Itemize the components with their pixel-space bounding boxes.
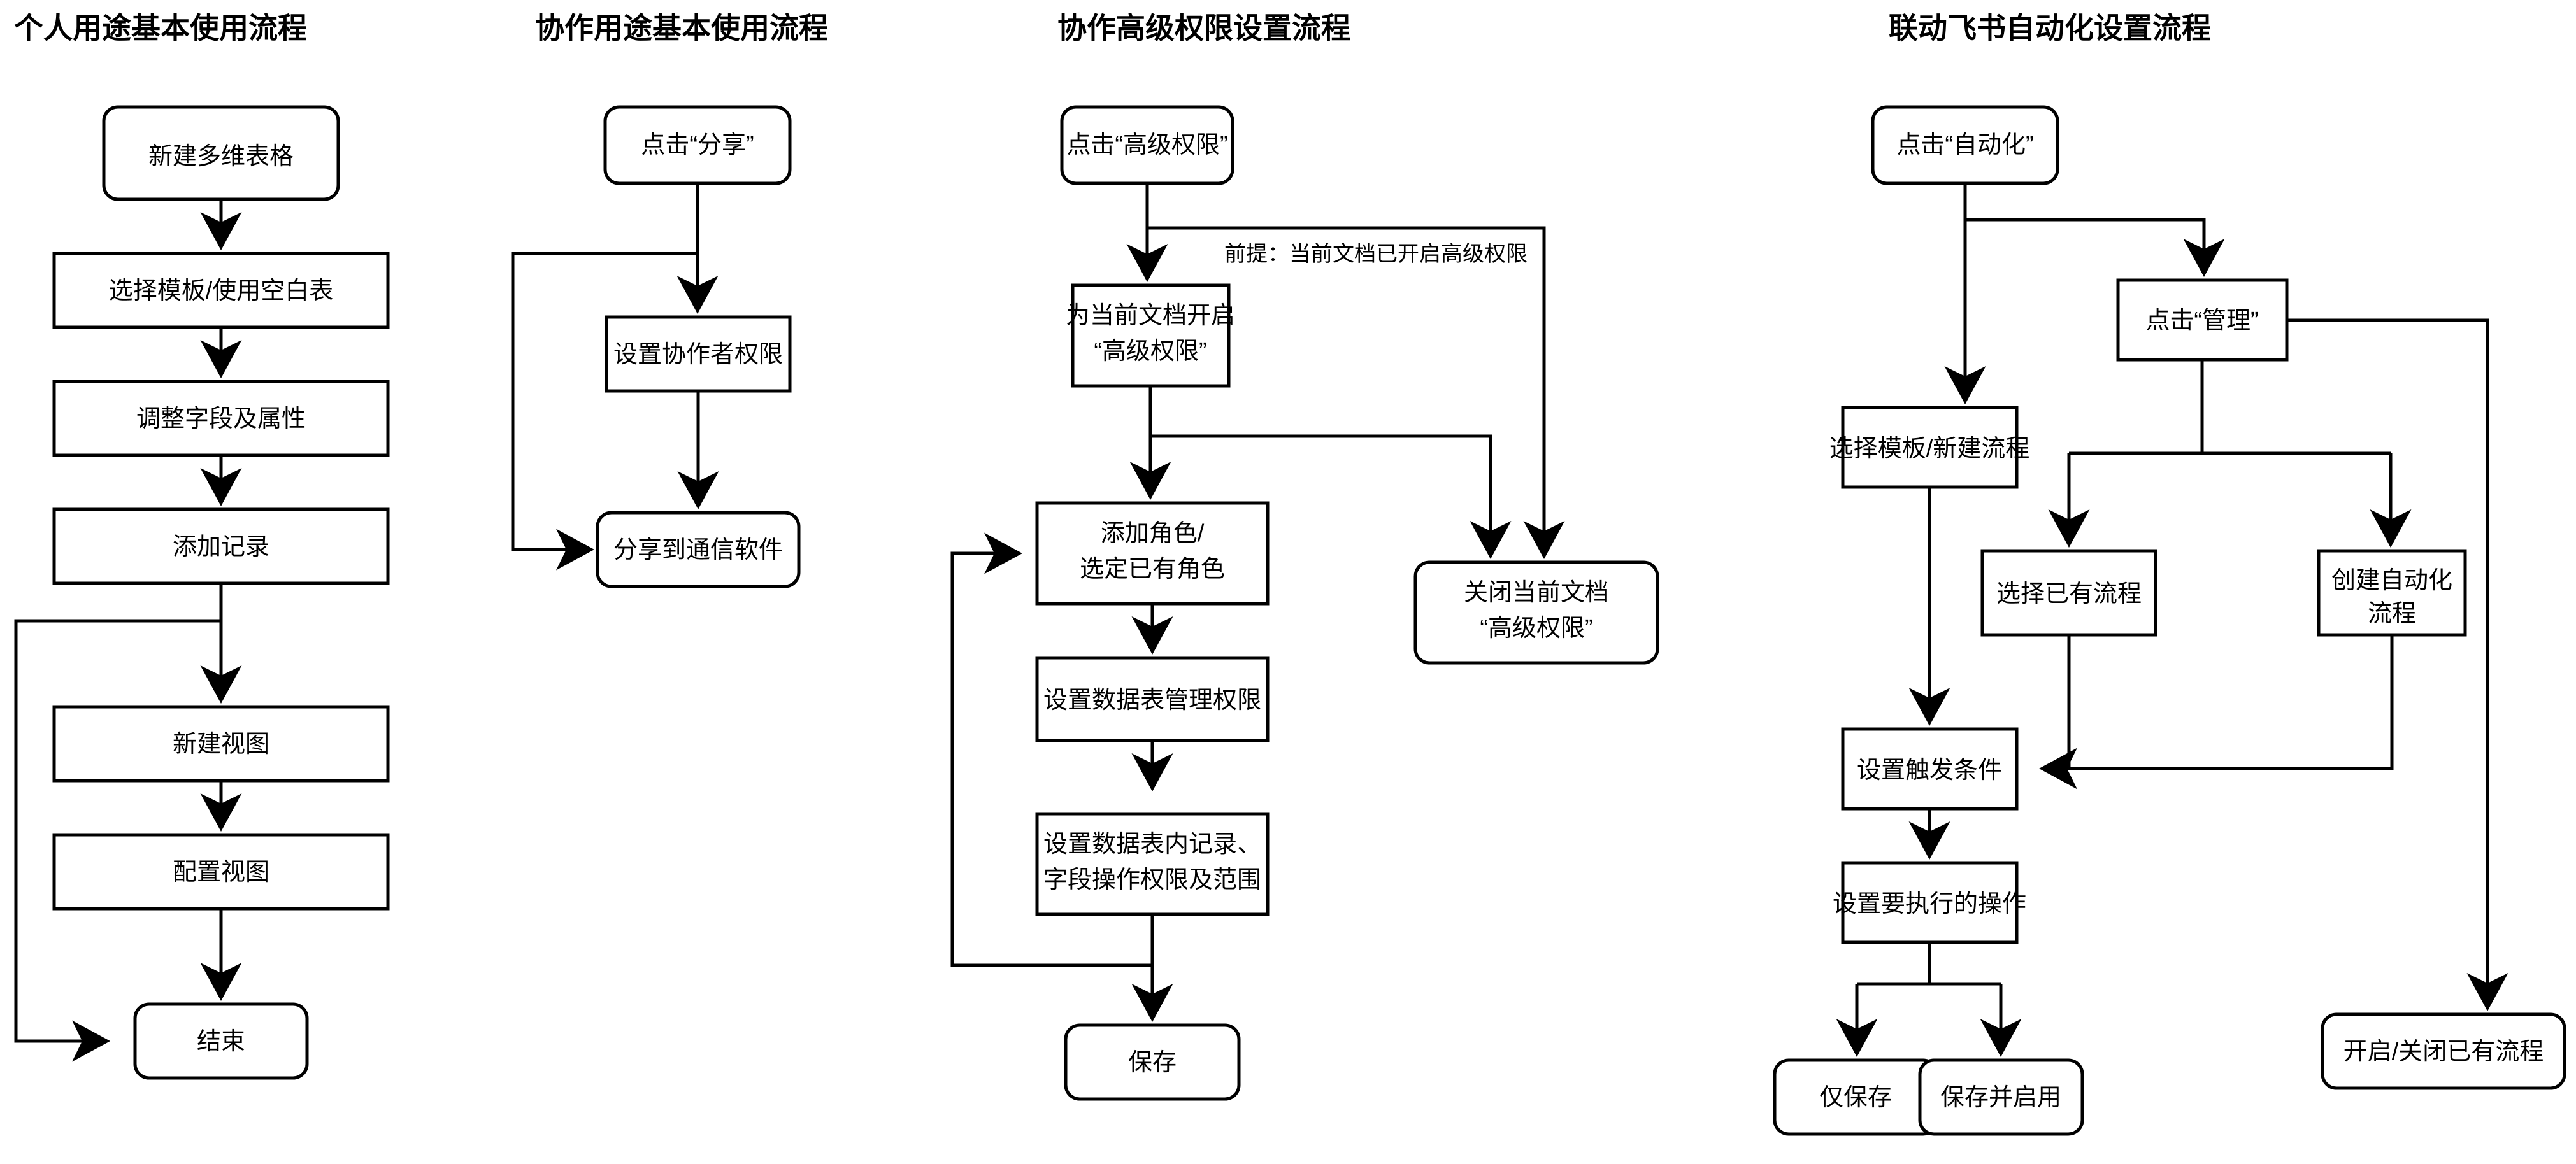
edge-c3n2-c3n7-bypass xyxy=(1150,434,1512,559)
node-label-c2n1: 点击“分享” xyxy=(641,132,754,159)
node-c3n4[interactable] xyxy=(1035,656,1270,742)
node-label-c3n5-line1: 设置数据表内记录、 xyxy=(1043,831,1261,858)
node-c4n10[interactable] xyxy=(2321,1012,2566,1090)
column-title-4: 联动飞书自动化设置流程 xyxy=(1889,11,2211,45)
node-label-c4n6: 设置触发条件 xyxy=(1857,757,2002,784)
node-label-c3n3-line1: 添加角色/ xyxy=(1101,520,1205,547)
node-label-c4n2: 选择模板/新建流程 xyxy=(1829,436,2030,462)
node-label-c4n3: 点击“管理” xyxy=(2145,308,2258,334)
edge-c3n1-c3n7-bypass xyxy=(1147,226,1565,559)
node-c3n3[interactable] xyxy=(1035,501,1270,606)
node-label-c4n9: 保存并启用 xyxy=(1940,1084,2061,1111)
node-label-c1n1: 新建多维表格 xyxy=(148,143,294,170)
edge-c4n1-c4n3-branch xyxy=(1965,218,2225,277)
node-c1n7[interactable] xyxy=(133,1002,309,1080)
node-c4n2[interactable] xyxy=(1841,727,2019,811)
edge-c1n4-c1n7-bypass xyxy=(14,619,221,1062)
column-title-3: 协作高级权限设置流程 xyxy=(1057,11,1350,45)
node-label-c3n7-line1: 关闭当前文档 xyxy=(1464,579,1609,606)
edge-c4n5-c4n6 xyxy=(2069,635,2394,770)
node-label-c3n7-line2: “高级权限” xyxy=(1480,615,1592,642)
node-c2n3[interactable] xyxy=(596,511,801,588)
node-label-c2n3: 分享到通信软件 xyxy=(613,537,783,564)
node-label-c1n3: 调整字段及属性 xyxy=(136,406,306,432)
node-label-c1n7: 结束 xyxy=(197,1028,245,1055)
node-c4n7[interactable] xyxy=(1841,861,2019,944)
node-c3n2[interactable] xyxy=(1071,283,1231,388)
node-c4n4[interactable] xyxy=(1980,549,2157,637)
edge-c3n5-c3n3-loop xyxy=(950,532,1152,967)
node-label-c4n8: 仅保存 xyxy=(1819,1084,1892,1111)
node-label-c4n5-line2: 流程 xyxy=(2368,600,2416,627)
column-title-2: 协作用途基本使用流程 xyxy=(535,11,828,45)
annotation-prerequisite: 前提：当前文档已开启高级权限 xyxy=(1224,242,1528,266)
edge-c4n3-c4n10-bypass xyxy=(2287,318,2508,1011)
node-label-c1n6: 配置视图 xyxy=(173,859,269,886)
node-label-c4n7: 设置要执行的操作 xyxy=(1833,891,2026,918)
column-title-1: 个人用途基本使用流程 xyxy=(14,11,307,45)
node-label-c1n2: 选择模板/使用空白表 xyxy=(109,278,334,304)
node-label-c4n10: 开启/关闭已有流程 xyxy=(2343,1039,2544,1065)
node-label-c3n5-line2: 字段操作权限及范围 xyxy=(1043,867,1261,893)
node-label-c3n6: 保存 xyxy=(1128,1049,1177,1076)
edge-c2n1-c2n3-bypass xyxy=(511,252,698,571)
node-label-c3n2-line2: “高级权限” xyxy=(1094,338,1206,365)
node-label-c3n1: 点击“高级权限” xyxy=(1066,132,1227,159)
node-c4n9[interactable] xyxy=(1918,1058,2084,1136)
node-label-c3n2-line1: 为当前文档开启 xyxy=(1066,302,1235,329)
node-label-c4n4: 选择已有流程 xyxy=(1996,581,2142,607)
node-label-c3n3-line2: 选定已有角色 xyxy=(1080,556,1225,583)
node-c3n6[interactable] xyxy=(1064,1023,1241,1101)
node-label-c1n5: 新建视图 xyxy=(173,731,269,758)
node-c3n7[interactable] xyxy=(1413,560,1659,665)
node-c1n5[interactable] xyxy=(52,705,390,783)
node-label-c1n4: 添加记录 xyxy=(173,534,269,560)
node-label-c4n5-line1: 创建自动化 xyxy=(2331,567,2452,594)
node-label-c3n4: 设置数据表管理权限 xyxy=(1043,687,1261,714)
node-label-c2n2: 设置协作者权限 xyxy=(613,341,783,368)
node-label-c4n1: 点击“自动化” xyxy=(1896,132,2033,159)
node-c3n5[interactable] xyxy=(1035,812,1270,916)
